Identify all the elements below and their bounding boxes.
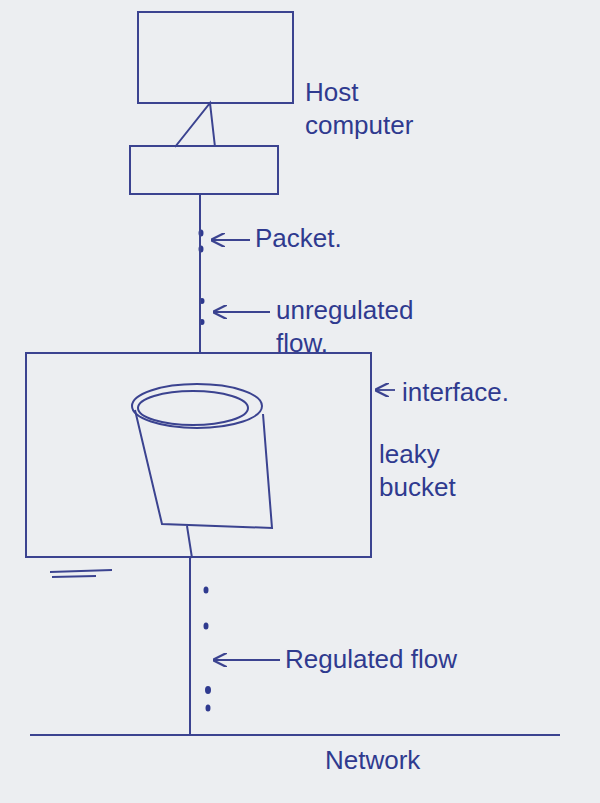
monitor-outline xyxy=(138,12,293,103)
flow-line xyxy=(189,558,191,734)
node-label: leaky bucket xyxy=(379,438,456,503)
node-label: Network xyxy=(325,744,420,777)
packet-callout: Packet. xyxy=(255,222,342,255)
flow-callout: unregulated flow. xyxy=(276,294,466,359)
network-line: Network xyxy=(30,734,560,796)
leaky-bucket-drawing xyxy=(132,384,272,558)
margin-strokes xyxy=(50,570,112,577)
flow-callout: Regulated flow xyxy=(285,643,457,676)
host-computer: Host computer xyxy=(125,10,300,195)
node-outline xyxy=(27,354,370,556)
node-label: Host computer xyxy=(305,76,413,141)
node-outline xyxy=(30,734,560,796)
monitor-stand xyxy=(175,103,215,147)
interface-box: interface.leaky bucket xyxy=(25,352,372,558)
node-outline xyxy=(125,10,300,195)
network-bus xyxy=(30,734,560,736)
node-label: interface. xyxy=(402,376,509,409)
computer-base xyxy=(130,146,278,194)
flow-line xyxy=(199,195,201,352)
